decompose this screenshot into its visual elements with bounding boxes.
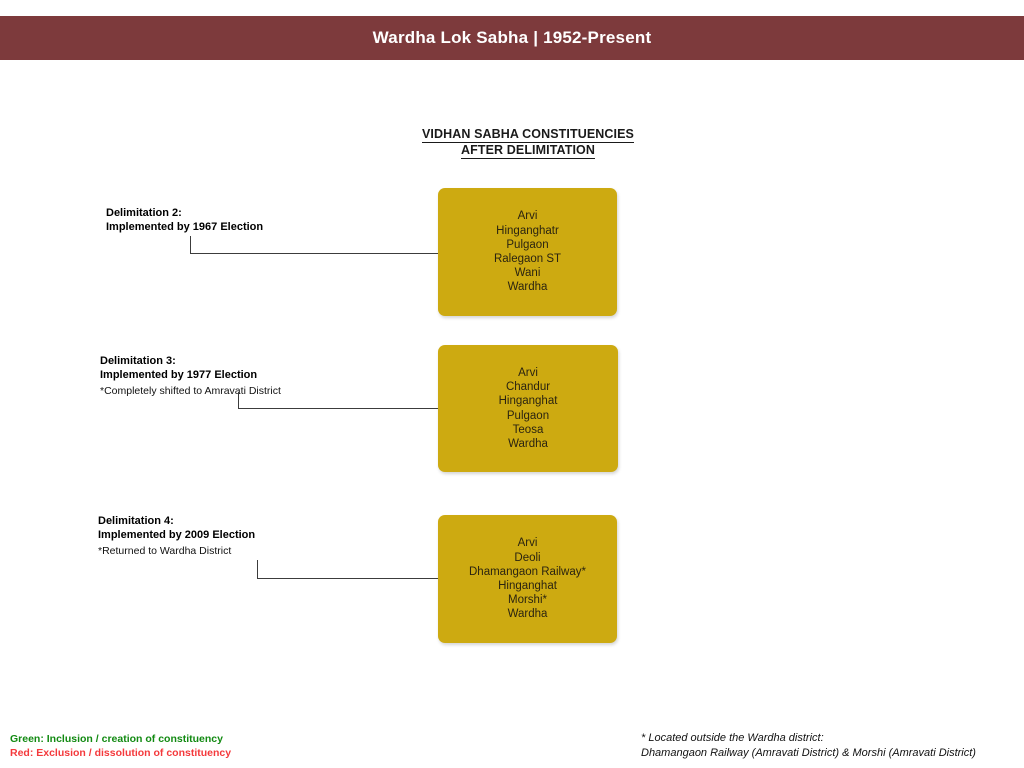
constituency-item: Pulgaon [506, 409, 550, 422]
footnote-line-2: Dhamangaon Railway (Amravati District) &… [641, 747, 976, 759]
delimitation-3-label: Delimitation 3: Implemented by 1977 Elec… [100, 354, 281, 398]
section-heading-line-1: VIDHAN SABHA CONSTITUENCIES [422, 127, 634, 143]
footnote: * Located outside the Wardha district: D… [641, 731, 976, 761]
page-title: Wardha Lok Sabha | 1952-Present [372, 28, 652, 47]
connector-horizontal-segment [238, 408, 440, 410]
legend: Green: Inclusion / creation of constitue… [10, 733, 231, 760]
constituency-item: Arvi [517, 537, 538, 550]
connector-vertical-segment [190, 236, 192, 254]
connector-line-delimitation-4 [257, 560, 440, 582]
legend-inclusion: Green: Inclusion / creation of constitue… [10, 733, 223, 745]
connector-vertical-segment [257, 560, 259, 579]
constituency-item: Teosa [512, 423, 544, 436]
delimitation-4-title: Delimitation 4: [98, 515, 174, 527]
constituency-item: Deoli [514, 551, 541, 564]
delimitation-2-subtitle: Implemented by 1967 Election [106, 221, 264, 233]
constituency-item: Hinganghatr [496, 224, 559, 237]
constituency-box-delimitation-4: Arvi Deoli Dhamangaon Railway* Hingangha… [438, 515, 617, 643]
constituency-item: Wani [514, 267, 541, 280]
constituency-item: Ralegaon ST [493, 253, 562, 265]
constituency-item: Wardha [507, 281, 548, 294]
delimitation-4-note: *Returned to Wardha District [98, 545, 232, 557]
delimitation-4-label: Delimitation 4: Implemented by 2009 Elec… [98, 514, 255, 558]
delimitation-4-subtitle: Implemented by 2009 Election [98, 529, 256, 541]
constituency-box-delimitation-3: Arvi Chandur Hinganghat Pulgaon Teosa Wa… [438, 345, 618, 472]
delimitation-2-title: Delimitation 2: [106, 207, 182, 219]
constituency-item: Arvi [518, 366, 538, 379]
section-heading-line-2: AFTER DELIMITATION [461, 143, 595, 159]
constituency-box-delimitation-2: Arvi Hinganghatr Pulgaon Ralegaon ST Wan… [438, 188, 617, 316]
delimitation-3-subtitle: Implemented by 1977 Election [100, 369, 258, 381]
constituency-item: Wardha [508, 437, 548, 450]
connector-line-delimitation-3 [238, 392, 440, 412]
constituency-item: Hinganghat [498, 395, 558, 408]
connector-horizontal-segment [257, 578, 440, 580]
connector-horizontal-segment [190, 253, 440, 255]
constituency-item: Pulgaon [506, 238, 549, 251]
constituency-item: Hinganghat [498, 580, 557, 592]
connector-vertical-segment [238, 392, 240, 409]
delimitation-3-note: *Completely shifted to Amravati District [100, 385, 281, 397]
constituency-item: Wardha [507, 608, 548, 621]
delimitation-2-label: Delimitation 2: Implemented by 1967 Elec… [106, 206, 263, 234]
delimitation-3-title: Delimitation 3: [100, 355, 176, 367]
legend-exclusion: Red: Exclusion / dissolution of constitu… [10, 746, 232, 759]
connector-line-delimitation-2 [190, 236, 440, 256]
constituency-item: Chandur [505, 381, 551, 394]
constituency-item: Morshi* [508, 594, 547, 607]
constituency-item: Dhamangaon Railway* [469, 565, 586, 578]
footnote-line-1: * Located outside the Wardha district: [641, 732, 824, 744]
header-bar: Wardha Lok Sabha | 1952-Present [0, 16, 1024, 60]
section-heading: VIDHAN SABHA CONSTITUENCIES AFTER DELIMI… [328, 127, 728, 159]
constituency-item: Arvi [517, 210, 538, 223]
